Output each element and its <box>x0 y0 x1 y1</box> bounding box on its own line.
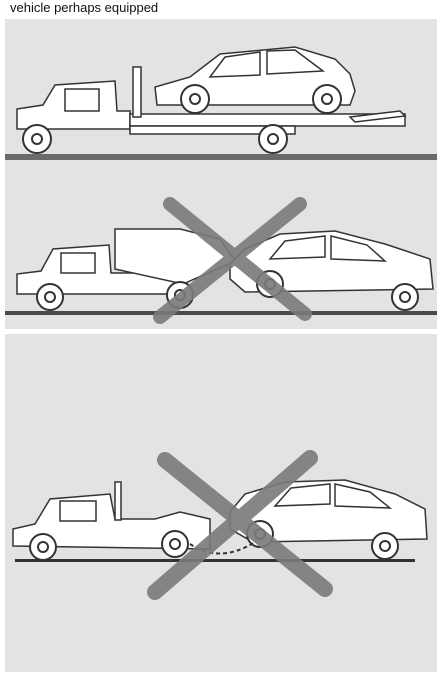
illustration-flatbed-tow <box>5 19 437 199</box>
illustration-sling-tow-prohibited <box>5 334 437 672</box>
ground-line <box>5 154 437 160</box>
ground-line <box>5 311 437 315</box>
cab-window <box>65 89 99 111</box>
sling-tow-drawing <box>5 334 437 672</box>
headboard-post <box>133 67 141 117</box>
page-caption-fragment: vehicle perhaps equipped <box>10 0 430 16</box>
flatbed-tow-drawing <box>5 19 437 199</box>
illustration-wheel-lift-prohibited <box>5 189 437 329</box>
ground-line <box>15 559 415 562</box>
wheel-lift-drawing <box>5 189 437 329</box>
cab-window <box>60 501 96 521</box>
exhaust-stack <box>115 482 121 520</box>
cab-window <box>61 253 95 273</box>
